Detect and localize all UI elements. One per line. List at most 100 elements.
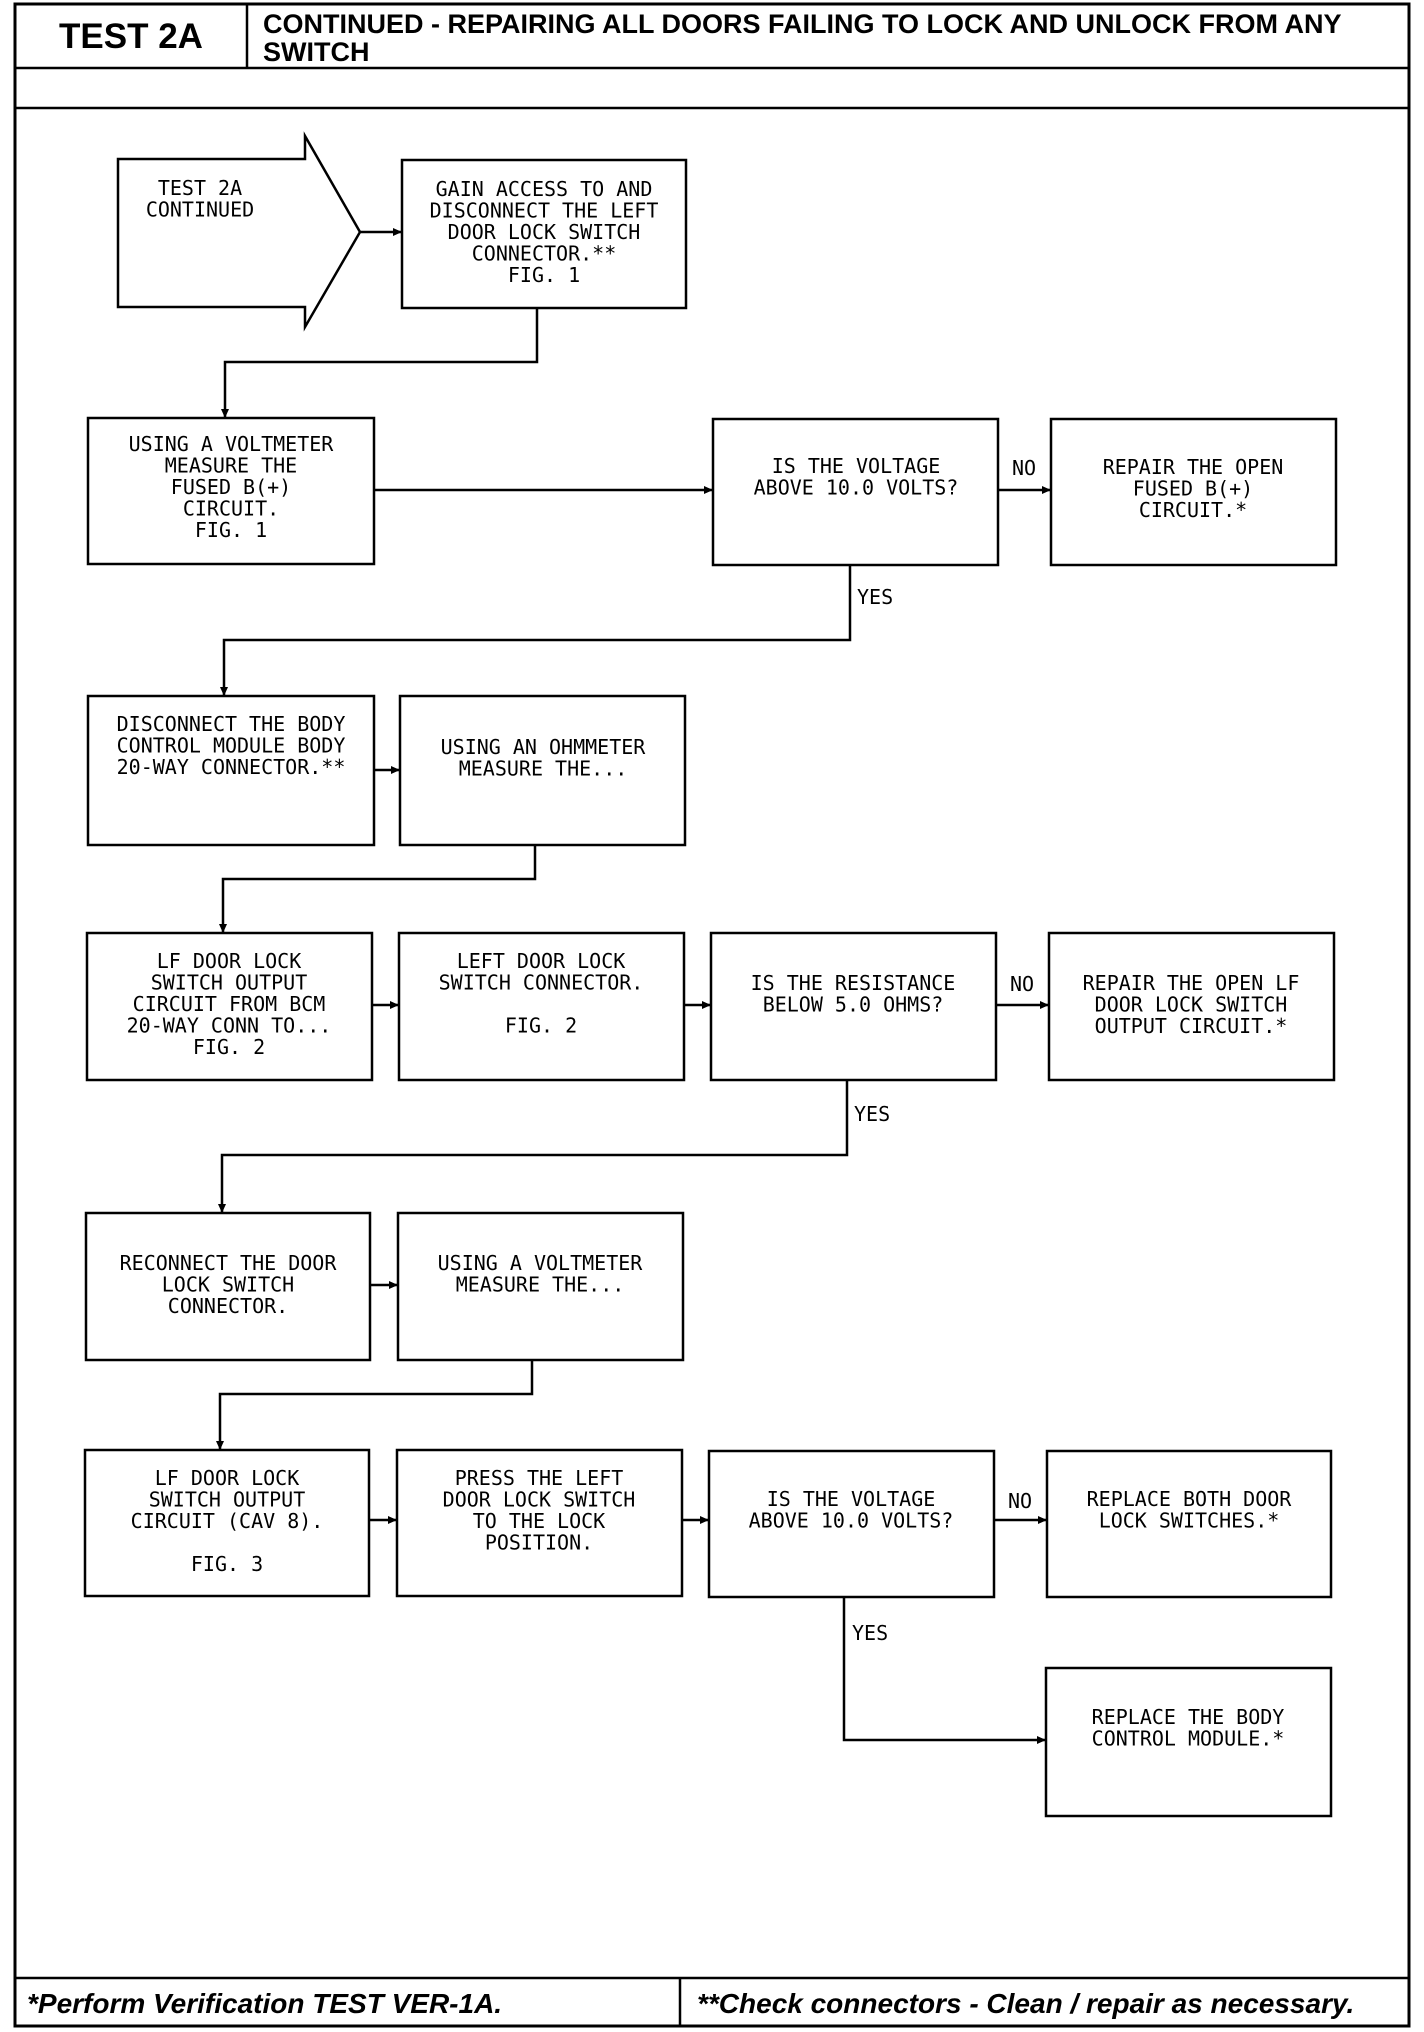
step-voltmeter-2-text-line: USING A VOLTMETER bbox=[438, 1251, 644, 1275]
step-gain-access-text-line: DOOR LOCK SWITCH bbox=[448, 220, 641, 244]
step-voltmeter-fused-text-line: FUSED B(+) bbox=[171, 475, 291, 499]
label-no-3: NO bbox=[1008, 1489, 1032, 1513]
step-left-connector-text-line: FIG. 2 bbox=[505, 1014, 577, 1038]
repair-lf-output-text-line: REPAIR THE OPEN LF bbox=[1083, 971, 1300, 995]
step-gain-access-box bbox=[400, 158, 688, 310]
replace-bcm-text-line: REPLACE THE BODY bbox=[1092, 1705, 1285, 1729]
repair-fused-circuit-box bbox=[1049, 417, 1338, 567]
repair-lf-output-text-line: OUTPUT CIRCUIT.* bbox=[1095, 1014, 1288, 1038]
step-ohmmeter-box bbox=[398, 694, 687, 847]
label-yes-1: YES bbox=[857, 585, 893, 609]
step-lf-output-cav8-text-line: SWITCH OUTPUT bbox=[149, 1488, 306, 1512]
connector-yes-1 bbox=[220, 565, 852, 696]
step-ohmmeter-text-line: MEASURE THE... bbox=[459, 757, 628, 781]
label-yes-2: YES bbox=[854, 1102, 890, 1126]
step-disconnect-bcm-box bbox=[86, 694, 376, 847]
step-voltmeter-fused-box bbox=[86, 416, 376, 566]
question-resistance-text-line: IS THE RESISTANCE bbox=[751, 971, 956, 995]
step-lf-output-cav8-text-line: CIRCUIT (CAV 8). bbox=[131, 1509, 324, 1533]
question-resistance-box bbox=[709, 931, 998, 1082]
step-left-connector-text-line: SWITCH CONNECTOR. bbox=[439, 971, 644, 995]
step-gain-access-text-line: GAIN ACCESS TO AND bbox=[436, 177, 653, 201]
step-voltmeter-fused-text-line: USING A VOLTMETER bbox=[129, 432, 335, 456]
step-voltmeter-2-box bbox=[396, 1211, 685, 1362]
step-gain-access-text-line: DISCONNECT THE LEFT bbox=[430, 199, 659, 223]
step-press-left-text-line: PRESS THE LEFT bbox=[455, 1466, 624, 1490]
label-no-1: NO bbox=[1012, 456, 1036, 480]
start-arrow-shape bbox=[116, 131, 362, 332]
step-left-connector-box bbox=[397, 931, 686, 1082]
connector-yes-3 bbox=[842, 1597, 1046, 1744]
replace-switches-text-line: LOCK SWITCHES.* bbox=[1099, 1509, 1280, 1533]
repair-lf-output-box bbox=[1047, 931, 1336, 1082]
step-press-left-text-line: POSITION. bbox=[485, 1531, 593, 1555]
step-lf-output-bcm-box bbox=[85, 931, 374, 1082]
header-title-line1: CONTINUED - REPAIRING ALL DOORS FAILING … bbox=[263, 9, 1341, 39]
question-voltage-1-box bbox=[711, 417, 1000, 567]
step-reconnect-text-line: CONNECTOR. bbox=[168, 1294, 288, 1318]
question-voltage-1-text-line: ABOVE 10.0 VOLTS? bbox=[754, 476, 959, 500]
step-lf-output-bcm-text-line: 20-WAY CONN TO... bbox=[127, 1014, 332, 1038]
step-lf-output-cav8-text-line: FIG. 3 bbox=[191, 1552, 263, 1576]
step-voltmeter-2-text-line: MEASURE THE... bbox=[456, 1273, 625, 1297]
question-voltage-2-box bbox=[707, 1449, 996, 1599]
step-disconnect-bcm-text-line: 20-WAY CONNECTOR.** bbox=[117, 755, 346, 779]
page-border bbox=[13, 2, 1411, 2028]
repair-fused-circuit-text-line: FUSED B(+) bbox=[1133, 477, 1253, 501]
step-press-left-text-line: TO THE LOCK bbox=[473, 1509, 605, 1533]
step-lf-output-bcm-text-line: FIG. 2 bbox=[193, 1035, 265, 1059]
step-gain-access-text-line: FIG. 1 bbox=[508, 263, 580, 287]
step-left-connector-text-line: LEFT DOOR LOCK bbox=[457, 949, 626, 973]
footer-note-verification: *Perform Verification TEST VER-1A. bbox=[27, 1988, 502, 2019]
step-press-left-text-line: DOOR LOCK SWITCH bbox=[443, 1488, 636, 1512]
step-voltmeter-fused-text-line: CIRCUIT. bbox=[183, 497, 279, 521]
footer-note-connectors: **Check connectors - Clean / repair as n… bbox=[697, 1988, 1354, 2019]
step-reconnect-text-line: LOCK SWITCH bbox=[162, 1273, 294, 1297]
step-voltmeter-fused-text-line: MEASURE THE bbox=[165, 454, 297, 478]
step-reconnect-box bbox=[84, 1211, 372, 1362]
replace-bcm-box bbox=[1044, 1666, 1333, 1818]
step-ohmmeter-text-line: USING AN OHMMETER bbox=[441, 735, 647, 759]
label-yes-3: YES bbox=[852, 1621, 888, 1645]
step-lf-output-bcm-text-line: LF DOOR LOCK bbox=[157, 949, 302, 973]
step-lf-output-cav8-box bbox=[83, 1448, 371, 1598]
step-reconnect-text-line: RECONNECT THE DOOR bbox=[120, 1251, 338, 1275]
step-lf-output-bcm-text-line: CIRCUIT FROM BCM bbox=[133, 992, 326, 1016]
connector-gain-to-voltmeter bbox=[221, 308, 539, 418]
test-id: TEST 2A bbox=[59, 17, 203, 56]
repair-fused-circuit-text-line: REPAIR THE OPEN bbox=[1103, 455, 1284, 479]
repair-lf-output-text-line: DOOR LOCK SWITCH bbox=[1095, 993, 1288, 1017]
connector-voltmeter-to-lf-cav8 bbox=[216, 1360, 534, 1450]
question-voltage-2-text-line: IS THE VOLTAGE bbox=[767, 1487, 936, 1511]
label-no-2: NO bbox=[1010, 972, 1034, 996]
step-gain-access-text-line: CONNECTOR.** bbox=[472, 242, 617, 266]
step-voltmeter-fused-text-line: FIG. 1 bbox=[195, 518, 267, 542]
connector-yes-2 bbox=[218, 1080, 849, 1213]
repair-fused-circuit-text-line: CIRCUIT.* bbox=[1139, 498, 1247, 522]
step-disconnect-bcm-text-line: CONTROL MODULE BODY bbox=[117, 734, 346, 758]
question-voltage-1-text-line: IS THE VOLTAGE bbox=[772, 454, 941, 478]
start-text-line: TEST 2A bbox=[158, 176, 242, 200]
step-press-left-box bbox=[395, 1448, 684, 1598]
step-lf-output-cav8-text-line: LF DOOR LOCK bbox=[155, 1466, 300, 1490]
question-resistance-text-line: BELOW 5.0 OHMS? bbox=[763, 993, 944, 1017]
step-disconnect-bcm-text-line: DISCONNECT THE BODY bbox=[117, 712, 346, 736]
